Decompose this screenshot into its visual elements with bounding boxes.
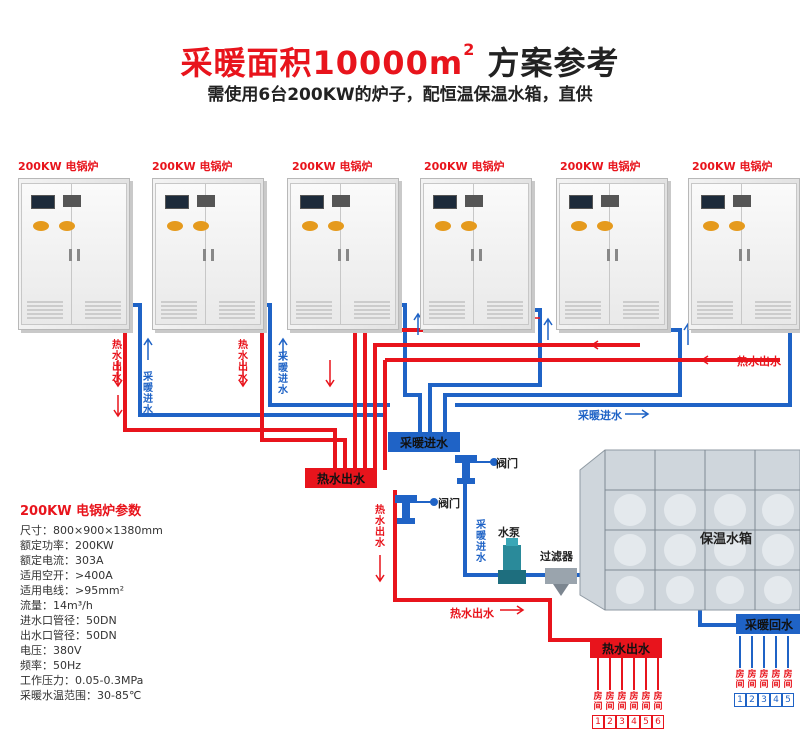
room-number-4: 4 xyxy=(628,715,640,729)
boiler-label-6: 200KW 电锅炉 xyxy=(692,160,773,173)
label-heat-in-2: 采暖进水 xyxy=(278,352,288,396)
param-line: 额定功率：200KW xyxy=(20,539,114,552)
room-number-return-1: 1 xyxy=(734,693,746,707)
param-line: 进水口管径：50DN xyxy=(20,614,117,627)
page-title: 采暖面积10000m2 方案参考 xyxy=(0,38,800,84)
param-line: 额定电流：303A xyxy=(20,554,104,567)
label-hot-out-3: 热水出水 xyxy=(375,505,385,549)
boiler-label-1: 200KW 电锅炉 xyxy=(18,160,99,173)
room-number-1: 1 xyxy=(592,715,604,729)
label-heat-in-3: 采暖进水 xyxy=(476,520,486,564)
title-superscript: 2 xyxy=(463,40,476,59)
hot-water-header: 热水出水 xyxy=(316,472,365,486)
params-list: 尺寸：800×900×1380mm 额定功率：200KW 额定电流：303A 适… xyxy=(20,523,163,703)
room-label: 房间 xyxy=(629,692,639,712)
room-label: 房间 xyxy=(641,692,651,712)
valves xyxy=(395,455,498,524)
room-number-return-4: 4 xyxy=(770,693,782,707)
param-line: 采暖水温范围：30-85℃ xyxy=(20,689,142,702)
heat-in-header: 采暖进水 xyxy=(399,436,448,450)
boiler-2 xyxy=(152,178,264,330)
boiler-5 xyxy=(556,178,668,330)
title-main: 采暖面积10000m xyxy=(180,44,464,82)
tank xyxy=(579,449,800,611)
label-filter: 过滤器 xyxy=(540,550,573,563)
filter xyxy=(545,568,577,596)
label-hot-out-horizontal: 热水出水 xyxy=(450,607,494,620)
label-heat-in-horizontal: 采暖进水 xyxy=(578,409,622,422)
room-label: 房间 xyxy=(617,692,627,712)
page-subtitle: 需使用6台200KW的炉子，配恒温保温水箱，直供 xyxy=(207,85,593,105)
boiler-1 xyxy=(18,178,130,330)
params-title: 200KW 电锅炉参数 xyxy=(20,504,142,519)
param-line: 适用电线：>95mm² xyxy=(20,584,125,597)
label-hot-out-2: 热水出水 xyxy=(238,340,248,384)
room-number-return-3: 3 xyxy=(758,693,770,707)
boiler-3 xyxy=(287,178,399,330)
room-label-return: 房间 xyxy=(771,670,781,690)
room-number-6: 6 xyxy=(652,715,664,729)
boiler-label-2: 200KW 电锅炉 xyxy=(152,160,233,173)
room-number-return-5: 5 xyxy=(782,693,794,707)
param-line: 出水口管径：50DN xyxy=(20,629,117,642)
boiler-label-5: 200KW 电锅炉 xyxy=(560,160,641,173)
room-label-return: 房间 xyxy=(783,670,793,690)
param-line: 流量：14m³/h xyxy=(20,599,93,612)
room-label: 房间 xyxy=(593,692,603,712)
room-label-return: 房间 xyxy=(735,670,745,690)
room-label: 房间 xyxy=(605,692,615,712)
boiler-label-3: 200KW 电锅炉 xyxy=(292,160,373,173)
param-line: 工作压力：0.05-0.3MPa xyxy=(20,674,144,687)
label-valve-2: 阀门 xyxy=(438,497,460,510)
room-label: 房间 xyxy=(653,692,663,712)
label-heat-in-1: 采暖进水 xyxy=(143,372,153,416)
label-hot-out-top: 热水出水 xyxy=(737,355,781,368)
label-hot-out-1: 热水出水 xyxy=(112,340,122,384)
title-suffix: 方案参考 xyxy=(487,44,620,82)
label-tank: 保温水箱 xyxy=(700,532,753,547)
room-number-5: 5 xyxy=(640,715,652,729)
label-pump: 水泵 xyxy=(498,526,520,539)
pump xyxy=(498,538,526,584)
param-line: 电压：380V xyxy=(20,644,82,657)
room-number-3: 3 xyxy=(616,715,628,729)
room-label-return: 房间 xyxy=(759,670,769,690)
param-line: 频率：50Hz xyxy=(20,659,82,672)
room-number-return-2: 2 xyxy=(746,693,758,707)
boiler-6 xyxy=(688,178,800,330)
room-label-return: 房间 xyxy=(747,670,757,690)
param-line: 尺寸：800×900×1380mm xyxy=(20,524,163,537)
label-valve-1: 阀门 xyxy=(496,457,518,470)
boiler-label-4: 200KW 电锅炉 xyxy=(424,160,505,173)
param-line: 适用空开：>400A xyxy=(20,569,113,582)
hot-water-header-rooms: 热水出水 xyxy=(601,642,650,656)
boiler-4 xyxy=(420,178,532,330)
room-number-2: 2 xyxy=(604,715,616,729)
heat-return-header: 采暖回水 xyxy=(744,618,793,632)
